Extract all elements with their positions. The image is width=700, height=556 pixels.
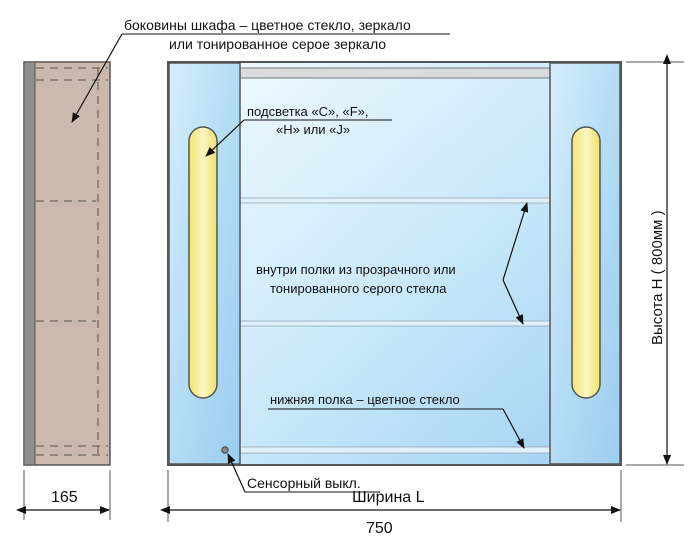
right-backlight-lamp <box>571 126 601 399</box>
bottom-shelf <box>239 446 551 454</box>
width-value: 750 <box>366 520 393 537</box>
shelves-label-line1: внутри полки из прозрачного или <box>256 262 456 277</box>
backlight-arrow <box>205 119 245 157</box>
side-panel <box>23 61 111 466</box>
callouts: боковины шкафа – цветное стекло, зеркало… <box>71 17 529 493</box>
side-view: 165 <box>16 61 111 520</box>
glass-shelf-2 <box>239 320 551 327</box>
sensor-switch-dot <box>221 446 229 454</box>
sensor-switch-arrow <box>227 453 246 493</box>
depth-value: 165 <box>51 489 78 506</box>
width-label: Ширина L <box>352 489 425 506</box>
front-view: Ширина L 750 Высота H ( 800мм ) <box>160 54 684 537</box>
backlight-label-line1: подсветка «C», «F», <box>247 104 368 119</box>
sides-label-line1: боковины шкафа – цветное стекло, зеркало <box>124 17 411 33</box>
backlight-label-line2: «H» или «J» <box>276 122 350 137</box>
shelves-label-line2: тонированного серого стекла <box>270 281 447 296</box>
left-backlight-lamp <box>188 126 218 399</box>
sides-label-line2: или тонированное серое зеркало <box>169 36 386 52</box>
side-panel-edge <box>23 61 36 466</box>
shelves-arrow-down <box>502 279 524 325</box>
bottom-shelf-label: нижняя полка – цветное стекло <box>270 392 460 407</box>
sensor-switch-label: Сенсорный выкл. <box>247 475 361 491</box>
height-label: Высота H ( 800мм ) <box>649 210 666 345</box>
top-shelf <box>239 67 551 79</box>
sides-arrow <box>71 33 123 123</box>
bottom-shelf-arrow <box>502 408 525 449</box>
shelves-arrow-up <box>502 202 529 281</box>
cabinet-body <box>167 61 622 466</box>
glass-shelf-1 <box>239 197 551 204</box>
